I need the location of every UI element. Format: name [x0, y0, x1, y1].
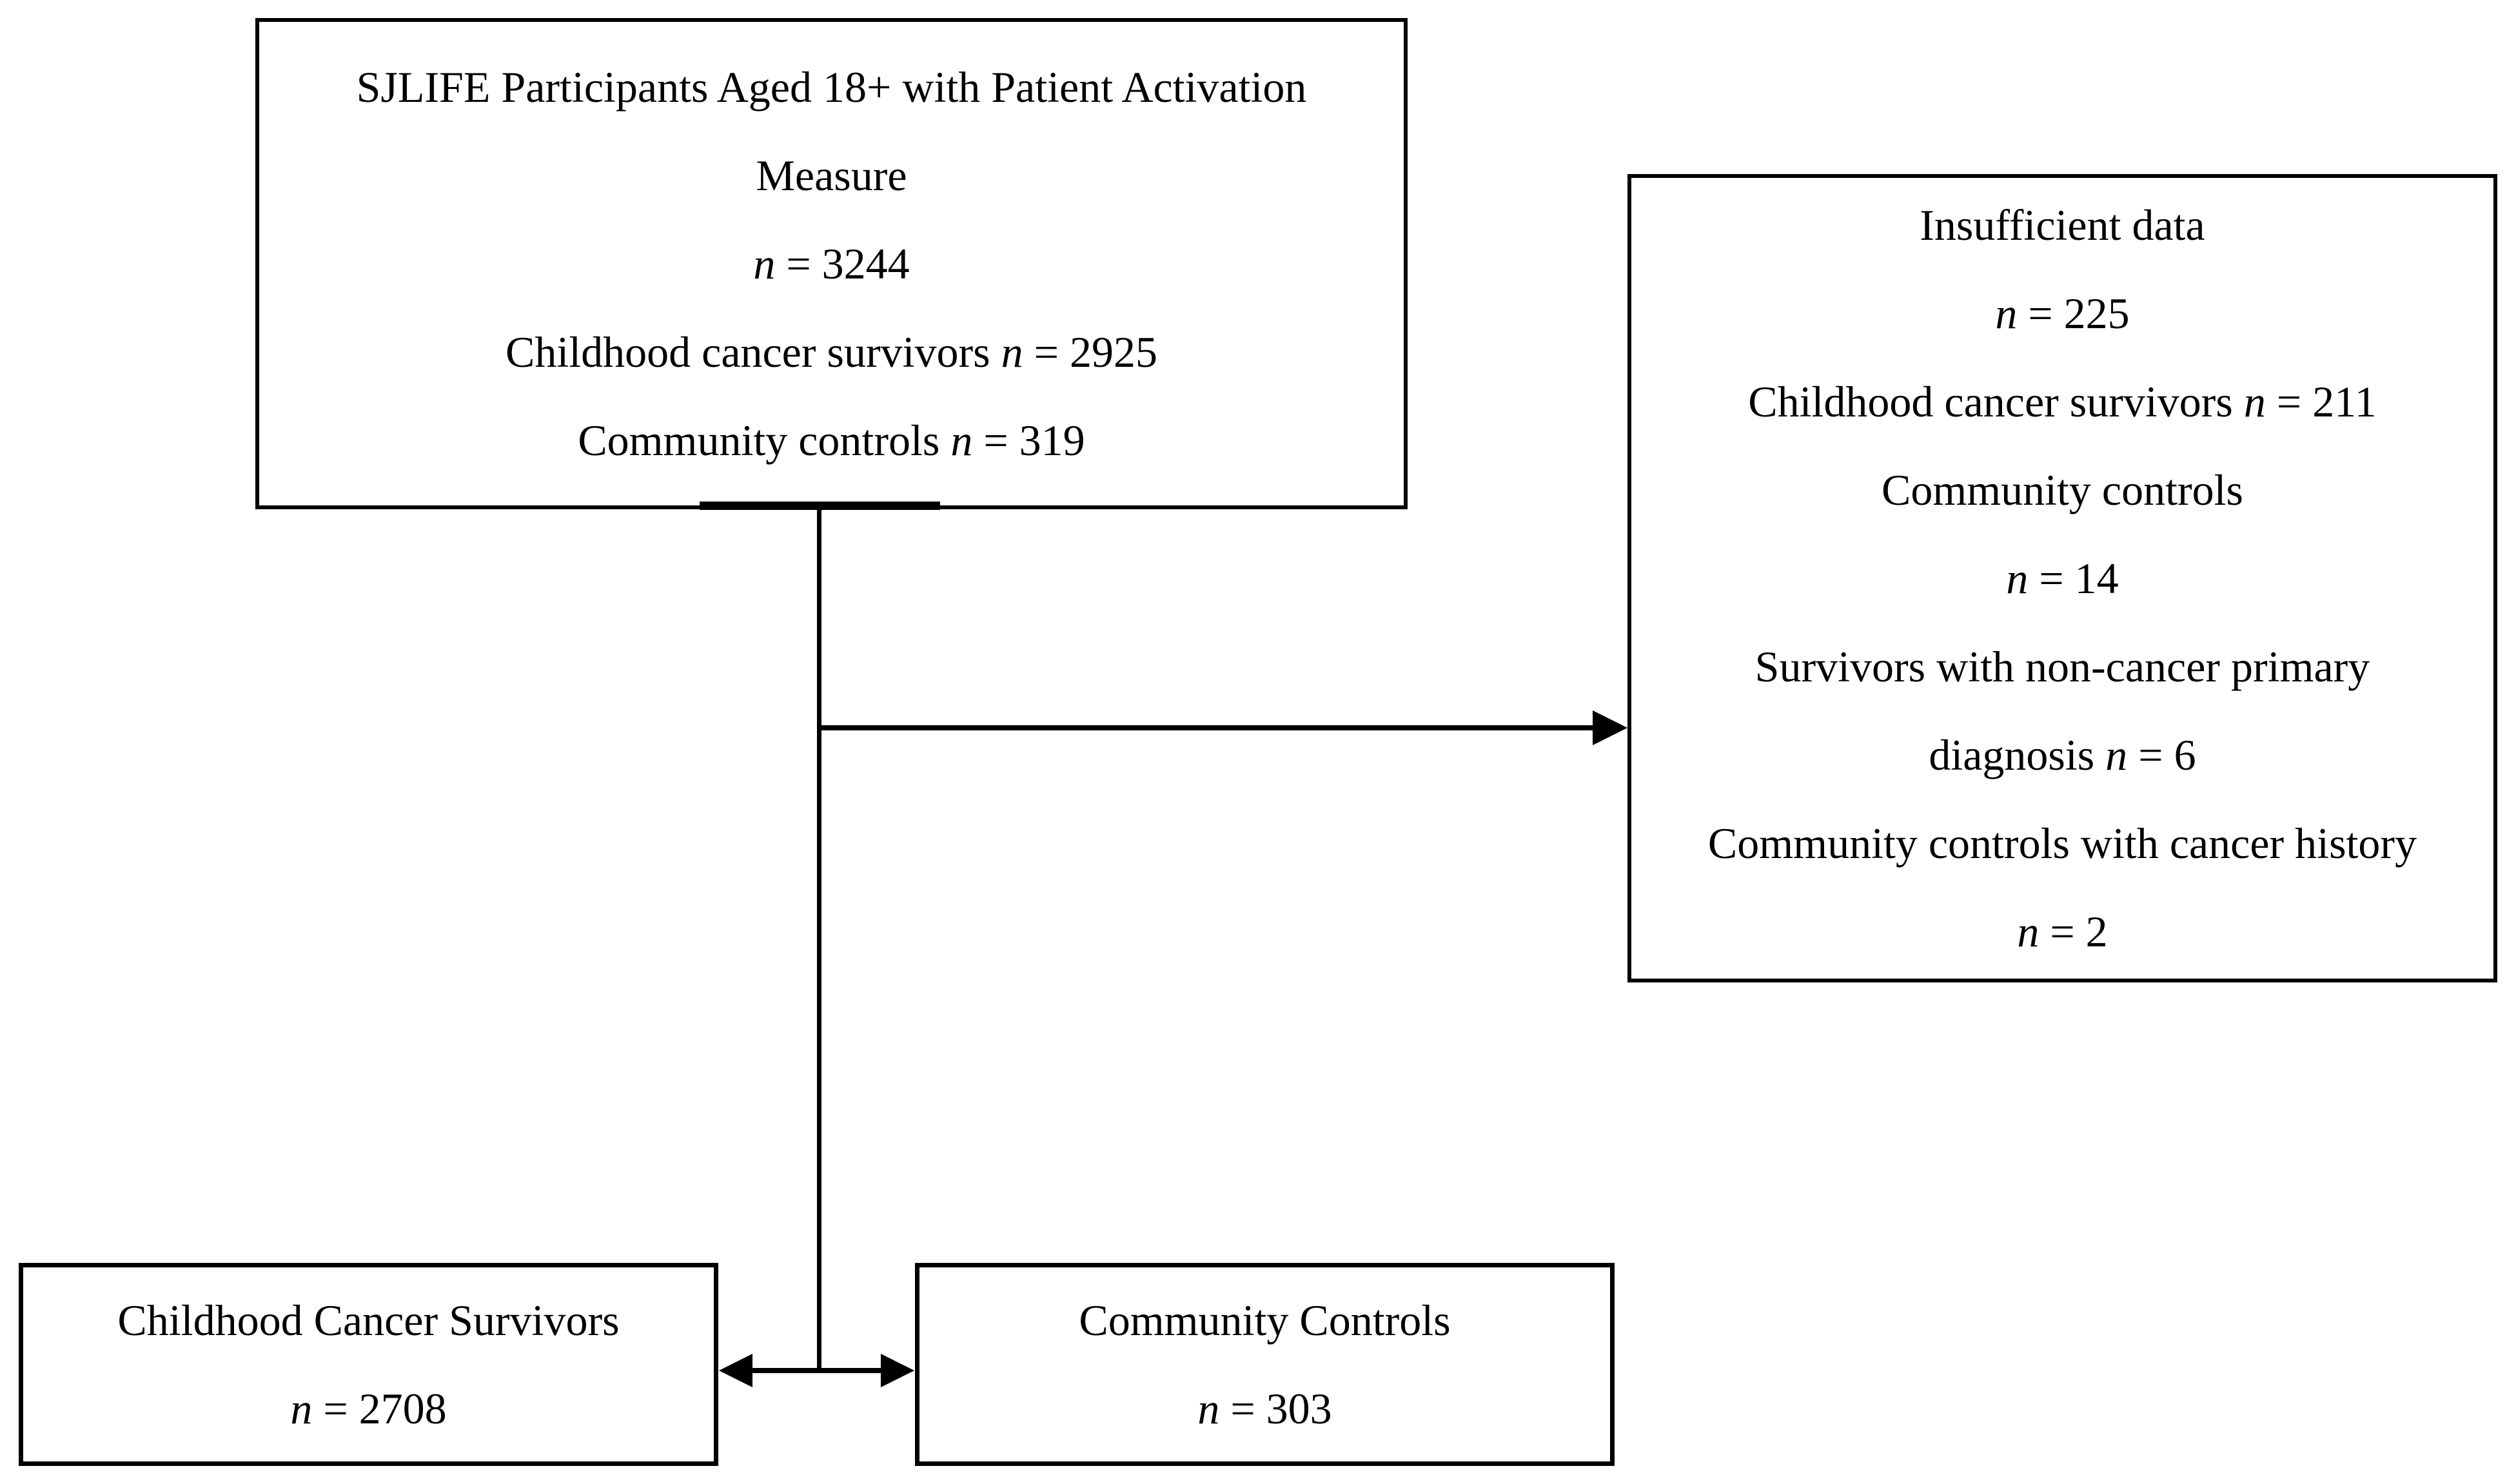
box-line: Community controls with cancer history	[1707, 818, 2417, 868]
box-survivors: Childhood Cancer Survivors n = 2708	[19, 1263, 718, 1466]
arrowhead-right-icon	[881, 1354, 914, 1387]
box-line: Community controls	[1882, 465, 2243, 514]
box-line: Insufficient data	[1920, 200, 2205, 249]
box-line: Survivors with non-cancer primary	[1754, 641, 2370, 691]
connector-stub	[700, 502, 940, 510]
arrowhead-left-icon	[719, 1354, 752, 1387]
box-controls: Community Controls n = 303	[915, 1263, 1615, 1466]
box-line: n = 14	[2006, 553, 2119, 603]
connector-exclusion-arrow	[819, 725, 1599, 730]
box-line: SJLIFE Participants Aged 18+ with Patien…	[356, 62, 1307, 112]
connector-bidirectional-arrow	[748, 1368, 885, 1373]
box-line: Childhood cancer survivors n = 211	[1748, 376, 2377, 426]
box-line: Community controls n = 319	[578, 415, 1085, 465]
box-line: n = 2	[2017, 906, 2108, 956]
box-line: Childhood Cancer Survivors	[117, 1295, 620, 1345]
connector-vertical-line	[817, 509, 821, 1373]
box-line: n = 303	[1197, 1383, 1332, 1433]
box-insufficient-data: Insufficient data n = 225 Childhood canc…	[1627, 174, 2497, 982]
box-line: Childhood cancer survivors n = 2925	[506, 327, 1157, 376]
box-line: Measure	[756, 150, 907, 200]
box-line: n = 3244	[753, 239, 910, 288]
box-enrollment: SJLIFE Participants Aged 18+ with Patien…	[255, 18, 1408, 509]
box-line: diagnosis n = 6	[1929, 730, 2196, 779]
box-line: n = 2708	[290, 1383, 447, 1433]
box-line: n = 225	[1995, 288, 2130, 338]
box-line: Community Controls	[1079, 1295, 1451, 1345]
arrowhead-right-icon	[1593, 710, 1627, 745]
